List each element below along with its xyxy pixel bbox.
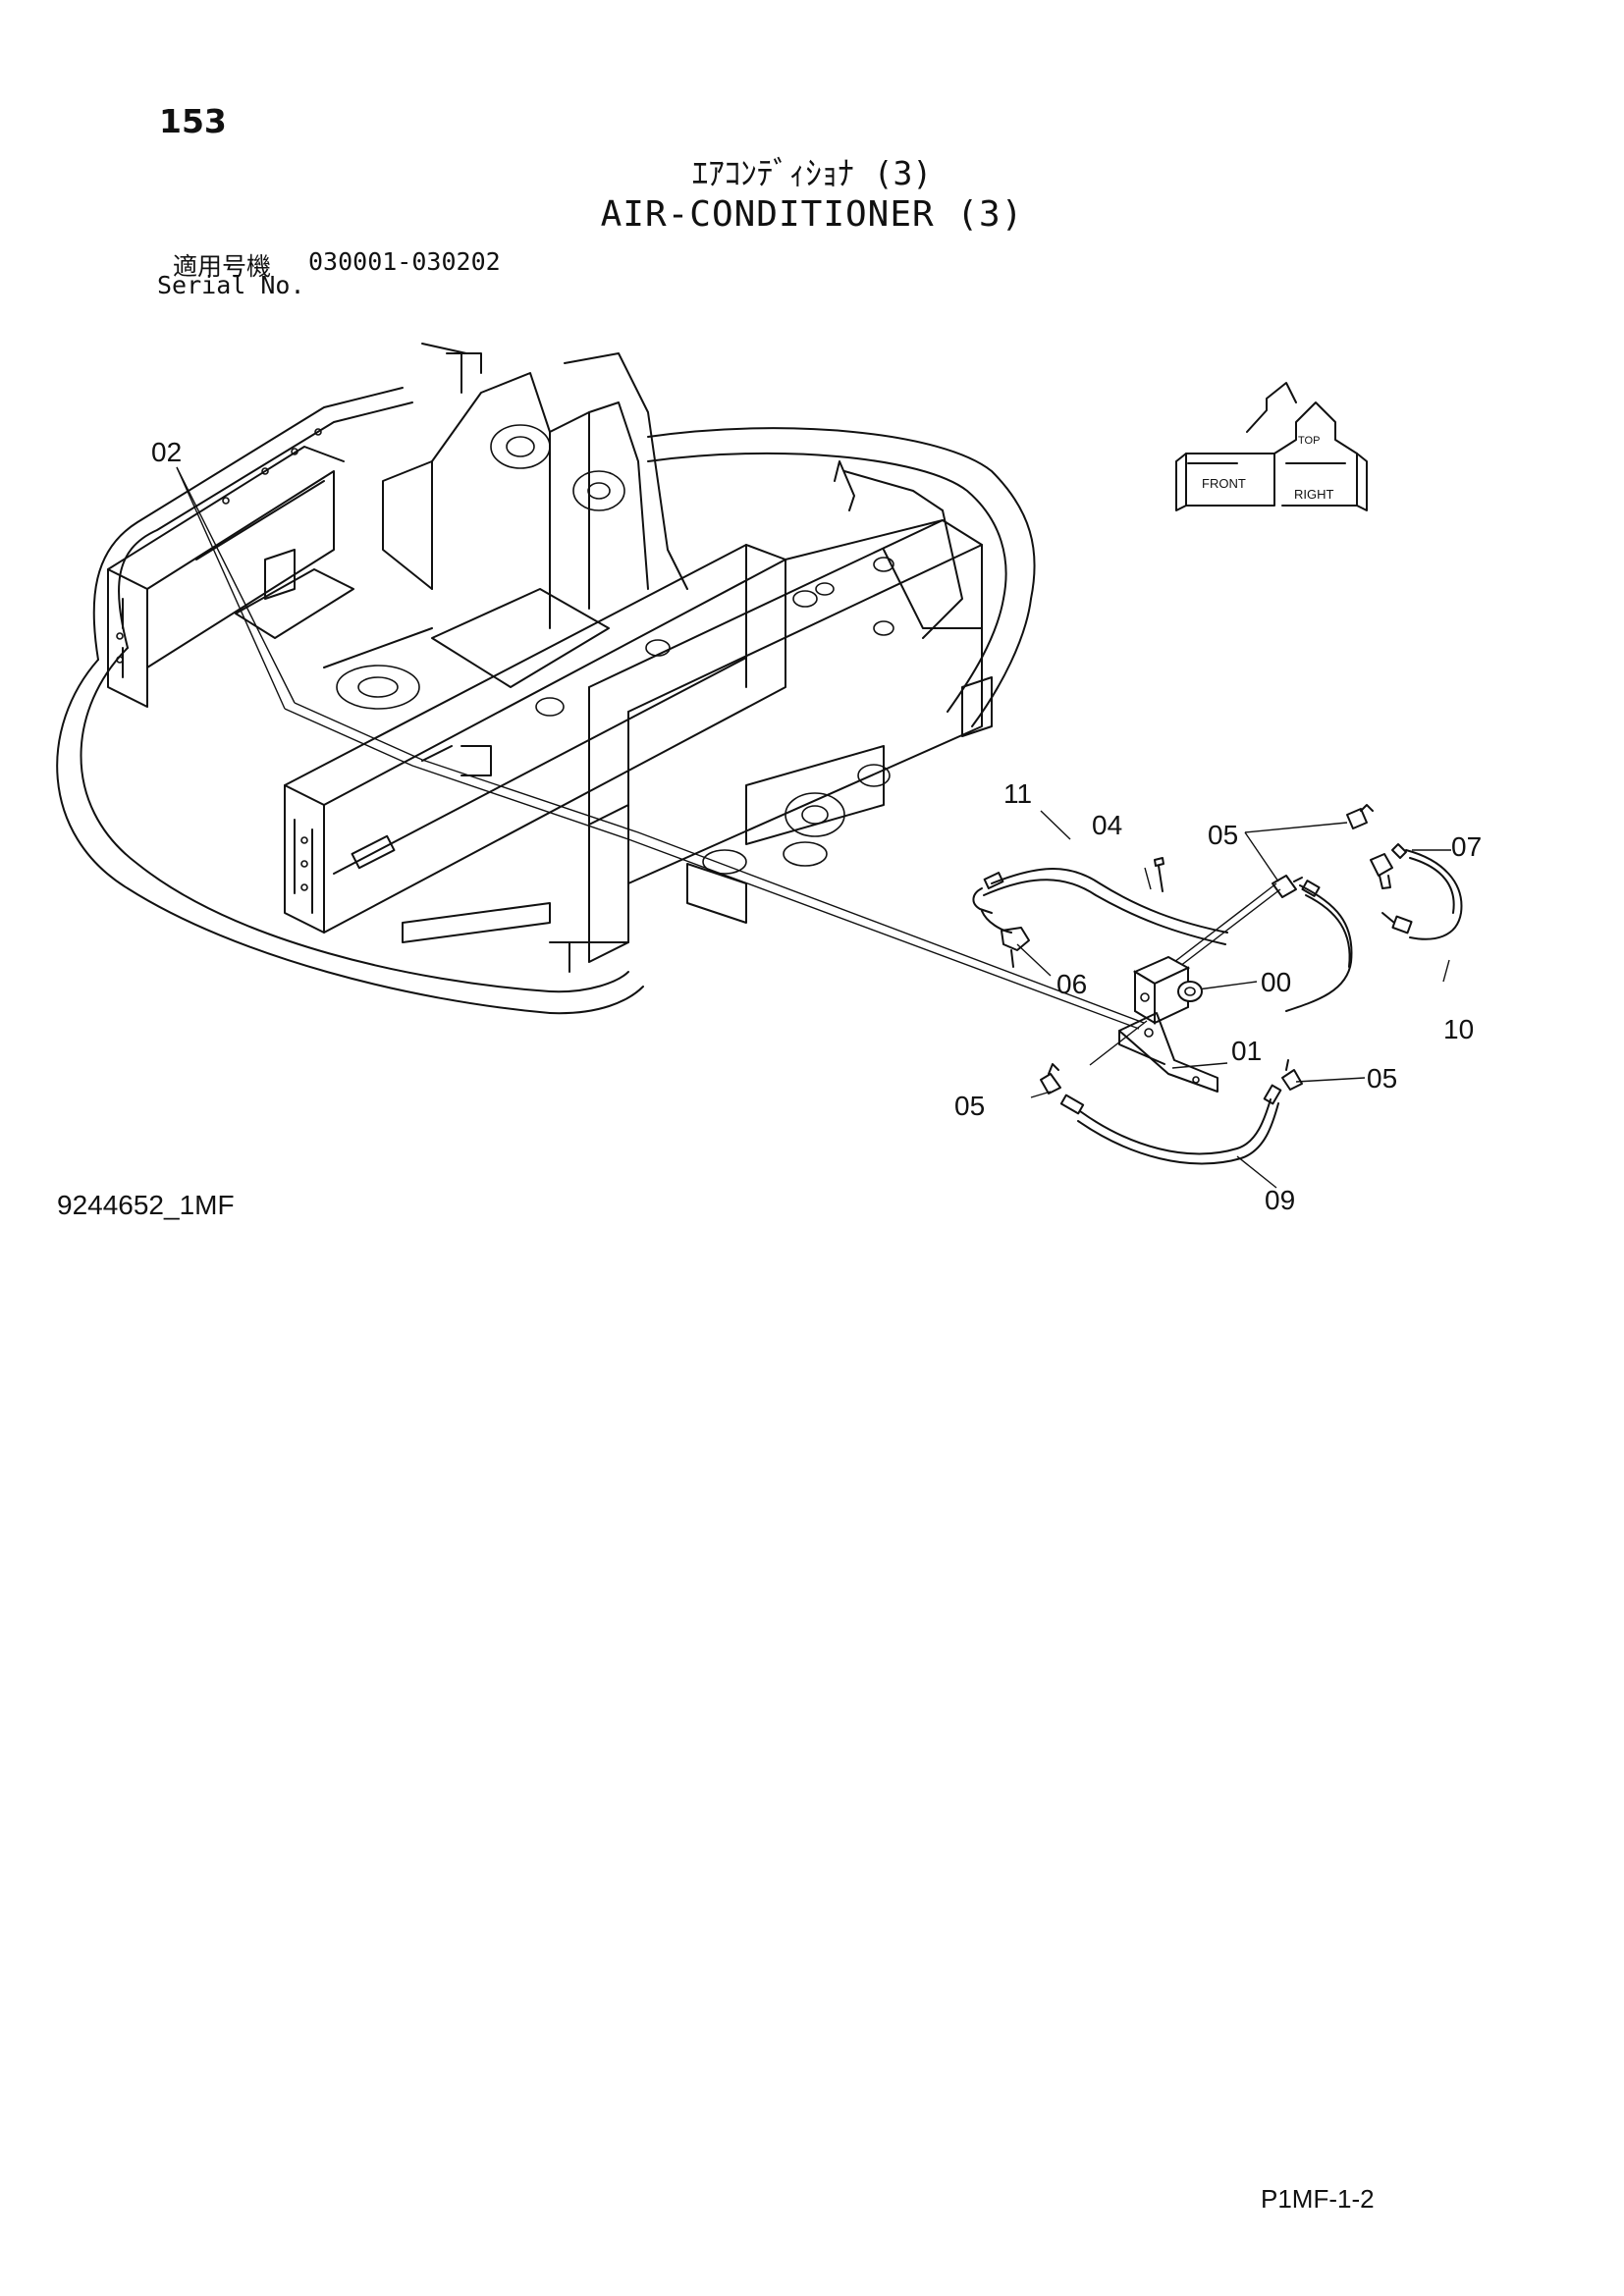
component-05-lower-fittings (1040, 1059, 1303, 1095)
callout-00: 00 (1261, 967, 1291, 997)
component-01-bracket (1118, 1012, 1218, 1093)
callout-02: 02 (151, 437, 182, 467)
callout-01: 01 (1231, 1036, 1262, 1066)
title-japanese: ｴｱｺﾝﾃﾞｨｼｮﾅ (3) (691, 154, 933, 192)
callout-07: 07 (1451, 831, 1482, 862)
callout-05-right: 05 (1367, 1063, 1397, 1094)
badge-top-label: TOP (1298, 435, 1320, 447)
component-06-fitting (1001, 927, 1030, 968)
badge-right-label: RIGHT (1294, 487, 1334, 502)
callout-11: 11 (1003, 778, 1032, 809)
upper-frame-drawing (56, 343, 1036, 1015)
serial-label-english: Serial No. (157, 271, 305, 299)
callout-labels: 02 11 04 05 07 06 00 10 01 05 05 09 (151, 437, 1482, 1215)
callout-10: 10 (1443, 1014, 1474, 1044)
component-11-hose (972, 868, 1228, 945)
component-00-valve-block (1132, 955, 1203, 1025)
callout-04: 04 (1092, 810, 1122, 840)
serial-label-japanese: 適用号機 (173, 252, 272, 281)
component-05-upper-fittings (1272, 804, 1374, 898)
callout-05-left: 05 (954, 1091, 985, 1121)
page-number: 153 (159, 102, 227, 140)
badge-front-label: FRONT (1202, 476, 1246, 491)
leader-lines (176, 466, 1451, 1189)
serial-range: 030001-030202 (308, 247, 501, 276)
hose-routing (284, 702, 1281, 1066)
drawing-id: 9244652_1MF (57, 1190, 235, 1220)
callout-09: 09 (1265, 1185, 1295, 1215)
component-hose-right-short (1285, 880, 1353, 1012)
page-code: P1MF-1-2 (1261, 2184, 1375, 2214)
orientation-badge: FRONT RIGHT TOP (1175, 382, 1368, 511)
component-10-hose (1381, 849, 1463, 940)
component-04-bolt (1154, 857, 1164, 892)
callout-06: 06 (1056, 969, 1087, 999)
component-09-hose (1059, 1084, 1282, 1165)
title-english: AIR-CONDITIONER (3) (600, 194, 1024, 235)
component-07-switch (1370, 843, 1407, 889)
callout-05-top: 05 (1208, 820, 1238, 850)
